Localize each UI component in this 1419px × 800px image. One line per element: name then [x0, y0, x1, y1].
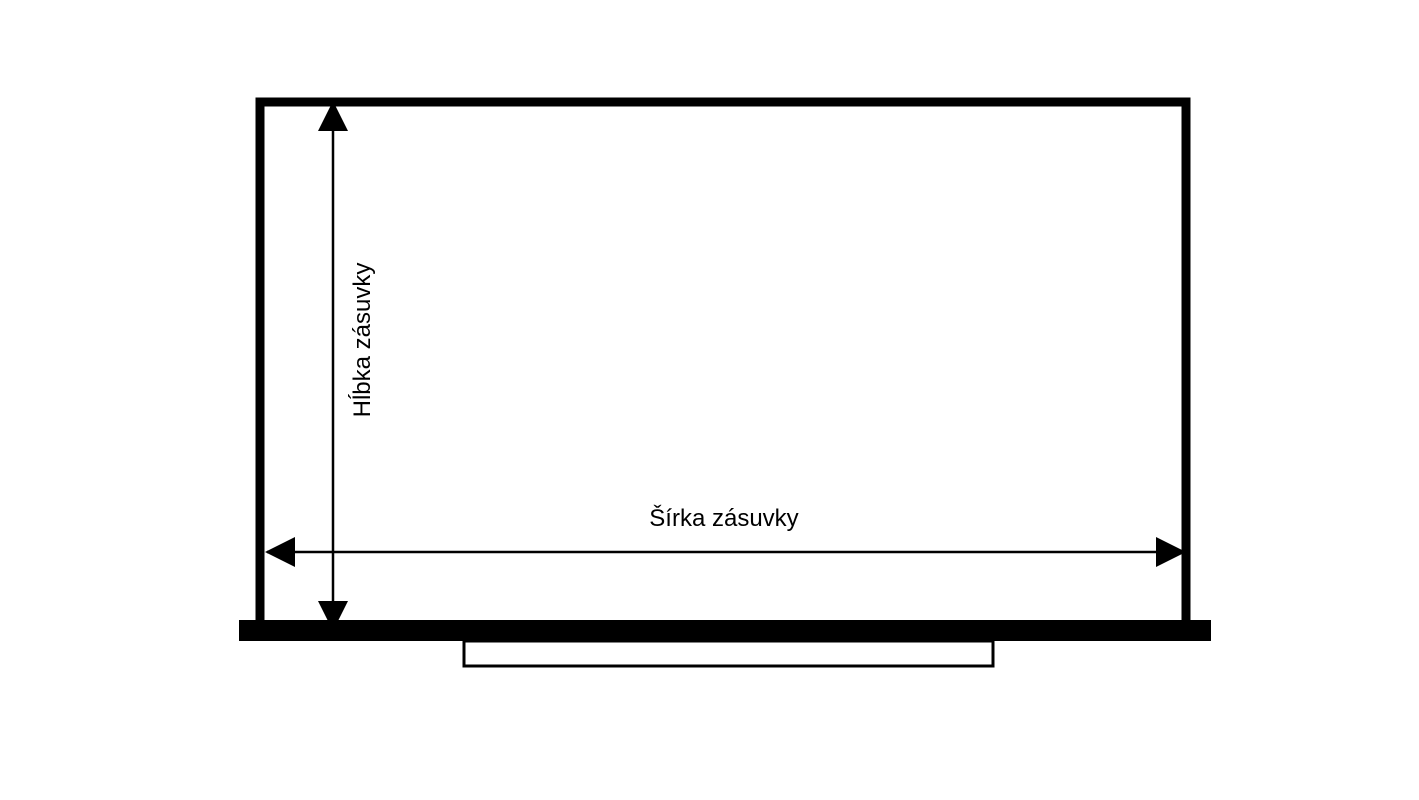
drawer-handle	[462, 639, 995, 668]
drawer-body-outline	[255, 97, 1191, 626]
width-label: Šírka zásuvky	[649, 504, 798, 532]
drawer-front-panel	[239, 620, 1211, 641]
depth-label: Hĺbka zásuvky	[348, 263, 376, 418]
